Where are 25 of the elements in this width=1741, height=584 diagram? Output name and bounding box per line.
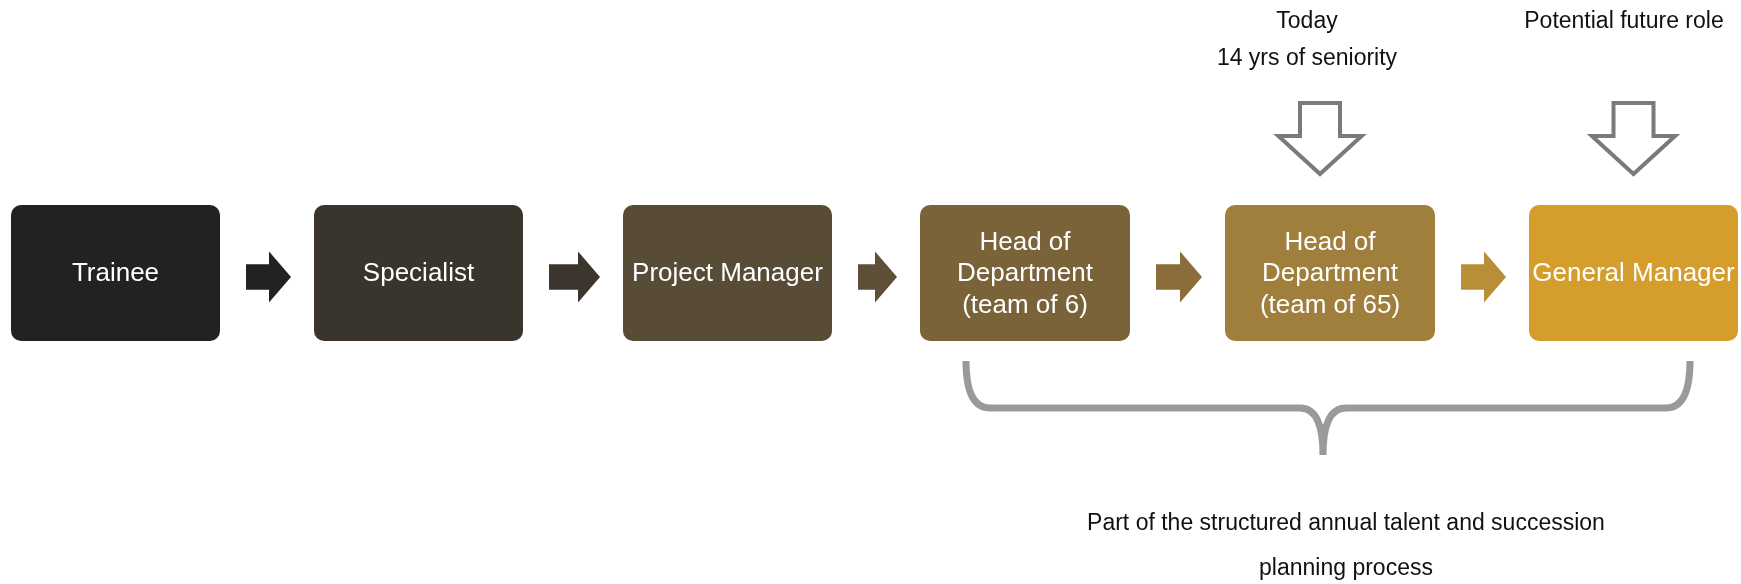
box-text: (team of 65): [1259, 288, 1401, 320]
arrow: [1586, 101, 1681, 177]
note-text: Potential future role: [1524, 6, 1724, 35]
arrow: [1156, 251, 1202, 303]
box-text: Head of Department: [1261, 226, 1399, 289]
box-text: (team of 6): [962, 288, 1088, 320]
process-box: [1225, 205, 1435, 341]
process-box: [920, 205, 1130, 341]
note-text: Part of the structured annual talent and succession planning process: [1086, 508, 1606, 582]
process-box: [623, 205, 832, 341]
box-text: Specialist: [362, 257, 475, 289]
box-text: Head of Department: [956, 226, 1094, 289]
arrow: [1273, 101, 1367, 177]
process-box: [1529, 205, 1738, 341]
box-text: General Manager: [1532, 257, 1735, 289]
arrow: [246, 251, 291, 303]
process-box: [11, 205, 220, 341]
arrow: [1461, 251, 1506, 303]
arrow: [549, 251, 600, 303]
box-text: Project Manager: [632, 257, 823, 289]
heading-text: Today: [1276, 6, 1338, 35]
note-text: 14 yrs of seniority: [1216, 42, 1398, 72]
process-box: [314, 205, 523, 341]
box-text: Trainee: [71, 257, 160, 289]
arrow: [858, 251, 897, 303]
